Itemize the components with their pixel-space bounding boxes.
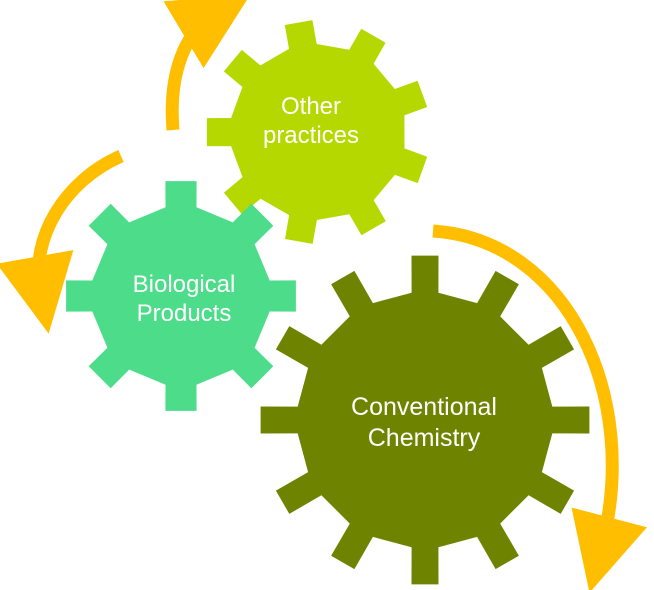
- gear-icon-other-practices: [206, 20, 428, 244]
- gear-icon-conventional-chemistry: [260, 255, 590, 585]
- gear-label-conventional-chemistry: Conventional Chemistry: [324, 392, 524, 453]
- gear-label-line: Products: [136, 300, 232, 328]
- gear-label-line: Chemistry: [367, 423, 481, 452]
- gear-label-other-practices: Other practices: [236, 92, 386, 151]
- gear-label-line: Biological: [132, 271, 236, 298]
- cycle-arrow-right: [432, 224, 647, 590]
- gear-label-biological-products: Biological Products: [104, 270, 264, 329]
- gear-label-line: Conventional: [351, 393, 497, 421]
- gear-label-line: Other: [280, 93, 342, 120]
- cycle-arrow-left: [0, 150, 124, 334]
- gear-label-line: practices: [262, 122, 360, 150]
- gear-icon-biological-products: [66, 181, 296, 411]
- cycle-arrow-top: [163, 0, 251, 131]
